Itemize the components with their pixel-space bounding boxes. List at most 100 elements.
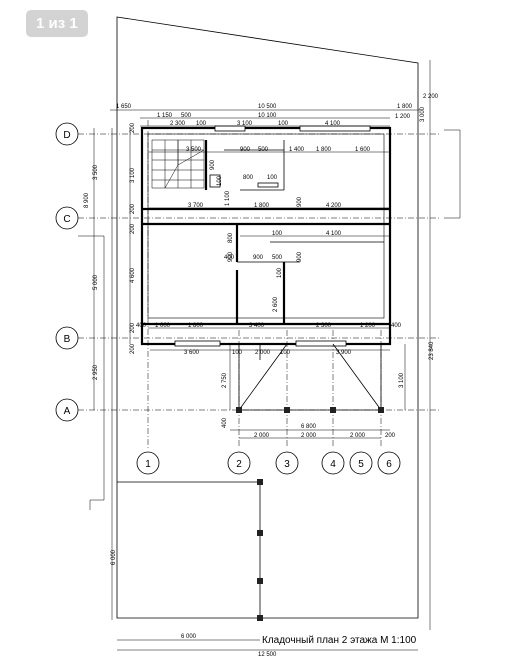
dim-int-900d: 900 bbox=[228, 251, 234, 262]
bottom-dimensions: 400 6 800 2 000 2 000 2 000 200 6 000 12… bbox=[181, 417, 396, 658]
dim-int-4200: 4 200 bbox=[326, 203, 342, 209]
dim-int-4100: 4 100 bbox=[326, 231, 342, 237]
terrace-columns bbox=[236, 407, 384, 413]
dim-left-3500: 3 500 bbox=[93, 164, 99, 180]
dim-top-10500: 10 500 bbox=[258, 104, 277, 110]
dim-int-2750: 2 750 bbox=[222, 372, 228, 388]
axis-label-2: 2 bbox=[236, 459, 242, 470]
dim-int-900a: 900 bbox=[240, 147, 251, 153]
dim-bot-12500: 12 500 bbox=[258, 652, 277, 658]
dim-int-100a: 100 bbox=[267, 175, 278, 181]
dim-int-2600: 2 600 bbox=[273, 296, 279, 312]
yard-fence bbox=[117, 481, 261, 618]
dim-int-1100: 1 100 bbox=[225, 190, 231, 206]
dim-left-200d: 200 bbox=[130, 322, 136, 333]
axis-bubble-3: 3 bbox=[275, 451, 299, 475]
dim-int-1800b: 1 800 bbox=[254, 203, 270, 209]
dim-int-1800c: 1 800 bbox=[188, 323, 204, 329]
dim-top-1200: 1 200 bbox=[395, 114, 411, 120]
axis-label-4: 4 bbox=[330, 459, 336, 470]
site-boundary bbox=[116, 16, 419, 619]
dim-int-100d: 100 bbox=[277, 267, 283, 278]
dim-int-1200: 1 200 bbox=[360, 323, 376, 329]
axis-label-5: 5 bbox=[358, 459, 364, 470]
axis-bubble-A: A bbox=[55, 398, 79, 422]
left-leaders bbox=[78, 129, 461, 510]
dim-int-3600: 3 600 bbox=[184, 350, 200, 356]
axis-bubble-1: 1 bbox=[136, 451, 160, 475]
dim-bot-2000b: 2 000 bbox=[301, 433, 317, 439]
dim-top-1150: 1 150 bbox=[157, 113, 173, 119]
dim-bot-2000a: 2 000 bbox=[254, 433, 270, 439]
dim-top-2200: 2 200 bbox=[423, 94, 439, 100]
dim-left-5000: 5 000 bbox=[93, 274, 99, 290]
dim-int-500a: 500 bbox=[258, 147, 269, 153]
left-dimensions: 200 3 500 8 900 3 100 200 200 4 600 5 00… bbox=[84, 122, 136, 565]
dim-left-2950: 2 950 bbox=[93, 364, 99, 380]
dim-int-400b: 400 bbox=[136, 323, 147, 329]
dim-top-4100: 4 100 bbox=[325, 121, 341, 127]
axis-bubble-4: 4 bbox=[321, 451, 345, 475]
dim-int-2000a: 2 000 bbox=[255, 350, 271, 356]
axis-bubble-6: 6 bbox=[377, 451, 401, 475]
dim-int-100b: 100 bbox=[217, 175, 223, 186]
axis-bubble-D: D bbox=[55, 122, 79, 146]
dim-int-1000: 1 000 bbox=[155, 323, 171, 329]
dim-int-3400: 3 400 bbox=[249, 323, 265, 329]
dim-int-3500: 3 500 bbox=[186, 147, 202, 153]
axis-label-C: C bbox=[63, 214, 70, 225]
fence-posts bbox=[257, 479, 263, 621]
terrace bbox=[238, 343, 382, 411]
dim-overall-23840: 23 840 bbox=[429, 341, 435, 360]
dim-int-800b: 800 bbox=[228, 232, 234, 243]
axis-label-3: 3 bbox=[284, 459, 290, 470]
dim-top-1800: 1 800 bbox=[397, 104, 413, 110]
windows bbox=[174, 125, 371, 347]
dim-int-900v: 900 bbox=[210, 159, 216, 170]
dim-top-3000: 3 000 bbox=[420, 106, 426, 122]
axis-label-B: B bbox=[64, 334, 71, 345]
dim-top-100b: 100 bbox=[278, 121, 289, 127]
dim-int-3100: 3 100 bbox=[399, 372, 405, 388]
dim-left-3100: 3 100 bbox=[130, 167, 136, 183]
dim-int-1400: 1 400 bbox=[289, 147, 305, 153]
dim-top-10100: 10 100 bbox=[258, 113, 277, 119]
dim-int-400a: 400 bbox=[224, 255, 235, 261]
axis-label-6: 6 bbox=[386, 459, 392, 470]
dim-int-800: 800 bbox=[243, 175, 254, 181]
axis-label-1: 1 bbox=[145, 459, 151, 470]
axis-label-D: D bbox=[63, 130, 70, 141]
dim-int-1800a: 1 800 bbox=[316, 147, 332, 153]
dim-int-100c: 100 bbox=[272, 231, 283, 237]
plan-title: Кладочный план 2 этажа М 1:100 bbox=[262, 635, 417, 646]
axis-bubble-2: 2 bbox=[227, 451, 251, 475]
axis-bubble-B: B bbox=[55, 326, 79, 350]
dim-int-500b: 500 bbox=[272, 255, 283, 261]
dim-top-3100: 3 100 bbox=[237, 121, 253, 127]
dim-left-8900: 8 900 bbox=[84, 192, 90, 208]
dim-top-1650: 1 650 bbox=[116, 104, 132, 110]
dim-int-900e: 900 bbox=[297, 251, 303, 262]
dim-bot-6000: 6 000 bbox=[181, 634, 197, 640]
dim-left-200a: 200 bbox=[130, 122, 136, 133]
staircase bbox=[151, 139, 205, 189]
dim-bot-400: 400 bbox=[222, 417, 228, 428]
dim-top-2300: 2 300 bbox=[170, 121, 186, 127]
dim-left-4600: 4 600 bbox=[130, 267, 136, 283]
dim-int-3700: 3 700 bbox=[188, 203, 204, 209]
dim-left-200c: 200 bbox=[130, 223, 136, 234]
dim-int-2300: 2 300 bbox=[316, 323, 332, 329]
dim-bot-2000c: 2 000 bbox=[350, 433, 366, 439]
interior-walls bbox=[147, 133, 385, 319]
axis-bubble-C: C bbox=[55, 206, 79, 230]
dim-int-1600: 1 600 bbox=[355, 147, 371, 153]
dim-int-900c: 900 bbox=[253, 255, 264, 261]
dim-int-100e: 100 bbox=[232, 350, 243, 356]
interior-dimensions: 900 500 1 400 1 800 1 600 3 500 800 100 … bbox=[136, 147, 435, 388]
dim-bot-6800: 6 800 bbox=[301, 424, 317, 430]
top-dimensions: 1 650 10 500 1 800 2 200 1 200 3 000 1 1… bbox=[116, 94, 439, 127]
dim-left-6000: 6 000 bbox=[111, 549, 117, 565]
axis-bubble-5: 5 bbox=[349, 451, 373, 475]
dim-left-200b: 200 bbox=[130, 203, 136, 214]
